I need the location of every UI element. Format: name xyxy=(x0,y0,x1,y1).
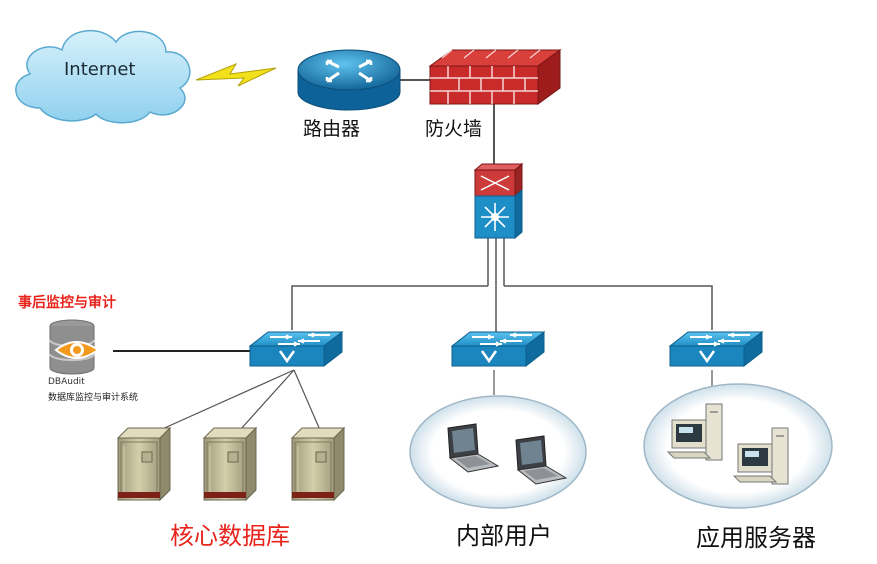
audit-title: 事后监控与审计 xyxy=(18,295,116,311)
dbaudit-subtitle: 数据库监控与审计系统 xyxy=(48,393,139,403)
core-db-label: 核心数据库 xyxy=(170,522,290,550)
firewall-label: 防火墙 xyxy=(425,118,483,140)
server-tower-icon-2 xyxy=(203,427,257,501)
switch-icon-app-servers xyxy=(668,330,764,368)
lightning-icon xyxy=(195,62,277,87)
router-icon xyxy=(297,49,401,111)
server-tower-icon-1 xyxy=(117,427,171,501)
router-label: 路由器 xyxy=(303,118,361,140)
dbaudit-name: DBAudit xyxy=(48,377,85,387)
app-servers-label: 应用服务器 xyxy=(696,524,816,552)
core-to-db-switch xyxy=(291,285,488,330)
server-tower-icon-3 xyxy=(291,427,345,501)
core-to-app-switch xyxy=(504,285,713,330)
switch-server1-link xyxy=(159,369,295,431)
switch-icon-internal-users xyxy=(450,330,546,368)
network-links xyxy=(113,79,713,431)
internal-users-label: 内部用户 xyxy=(456,522,552,550)
database-eye-icon xyxy=(49,319,100,375)
switch-server3-link xyxy=(293,369,321,431)
user-group-ellipse xyxy=(409,395,587,509)
multilayer-switch-icon xyxy=(473,162,524,240)
switch-icon-core-db xyxy=(248,330,344,368)
internet-label: Internet xyxy=(64,59,136,80)
firewall-icon xyxy=(428,49,562,105)
switch-server2-link xyxy=(239,369,295,431)
cloud-icon xyxy=(15,29,191,124)
